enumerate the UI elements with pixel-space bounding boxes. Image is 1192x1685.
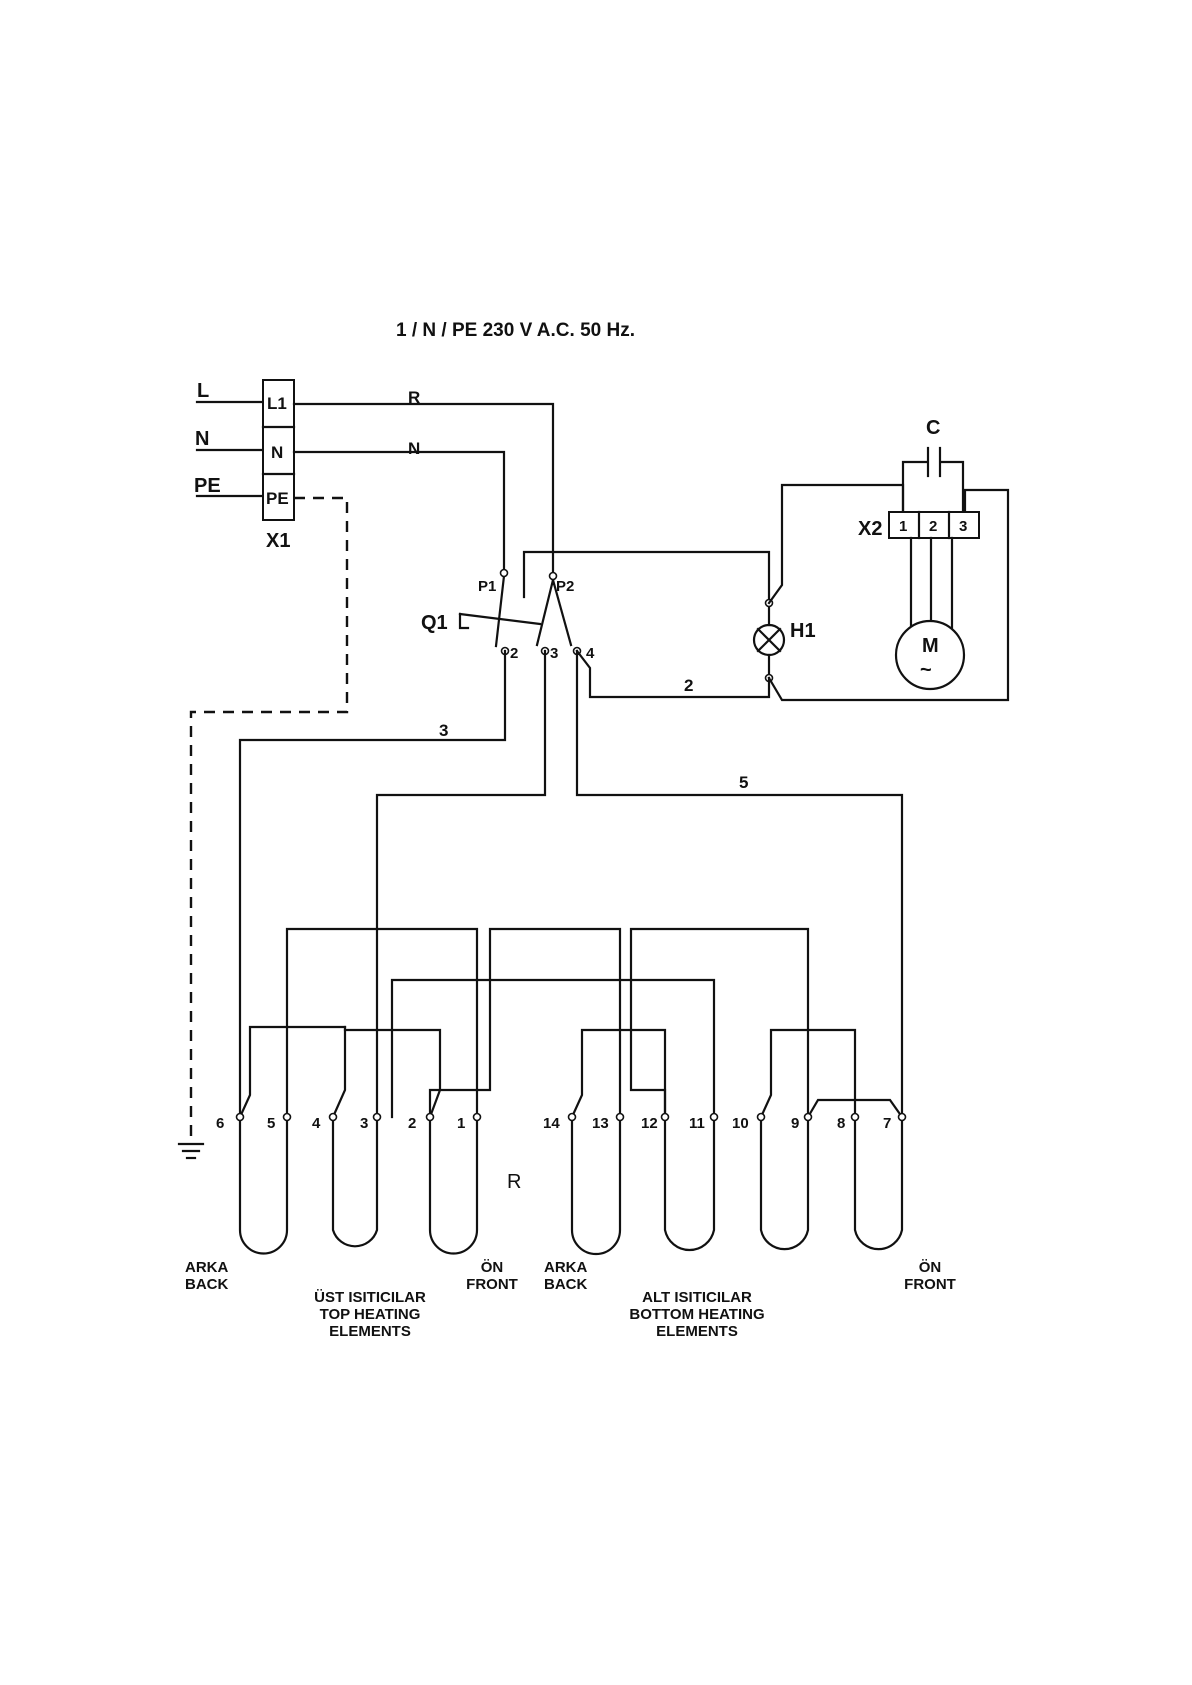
x2-t2-label: 2 [929,518,937,535]
heater-terminal-7: 7 [883,1115,891,1132]
motor-ac-symbol: ~ [920,659,932,681]
caption-bottom-group-3: ELEMENTS [656,1323,738,1340]
earth-icon [179,1144,203,1158]
protective-earth-line [191,498,347,1140]
wire-r [294,404,553,584]
wire-lamp-x2-1 [769,485,903,603]
diagram-title: 1 / N / PE 230 V A.C. 50 Hz. [396,320,635,341]
q1-p1-label: P1 [478,578,496,595]
wire-3-label: 3 [439,721,448,740]
bridge-6-4 [240,1027,345,1117]
x1-l1-label: L1 [267,394,287,413]
caption-top-front-1: ÖN [481,1259,504,1276]
supply-n-label: N [195,428,209,450]
heater-terminal-1: 1 [457,1115,465,1132]
caption-bottom-back-1: ARKA [544,1259,587,1276]
wire-n-label: N [408,439,420,458]
heater-terminal-6: 6 [216,1115,224,1132]
q1-t4-label: 4 [586,645,595,662]
terminal-block-x2: 1 2 3 [889,512,979,538]
caption-bottom-front-2: FRONT [904,1276,956,1293]
heater-terminal-5: 5 [267,1115,275,1132]
heater-terminal-9: 9 [791,1115,799,1132]
heater-terminal-14: 14 [543,1115,560,1132]
motor-m-label: M [922,635,939,657]
wire-5 [577,651,902,1117]
caption-top-group-1: ÜST ISITICILAR [314,1289,426,1306]
bottom-heating-elements [569,1114,906,1255]
caption-bottom-front-1: ÖN [919,1259,942,1276]
supply-pe-label: PE [194,475,221,497]
caption-top-back-2: BACK [185,1276,228,1293]
bridge-12-9 [631,929,808,1117]
heater-terminal-2: 2 [408,1115,416,1132]
wire-2-label: 2 [684,676,693,695]
x1-n-label: N [271,443,283,462]
q1-t3-label: 3 [550,645,558,662]
wire-3 [240,651,505,1117]
top-heating-elements [237,1114,481,1254]
heater-terminal-3: 3 [360,1115,368,1132]
heater-terminal-4: 4 [312,1115,321,1132]
wire-t3-heater-3 [377,651,545,1117]
caption-bottom-group-2: BOTTOM HEATING [629,1306,764,1323]
bridge-14-12 [572,1030,665,1117]
bridge-5-1 [287,929,477,1117]
lamp-h1-label: H1 [790,620,816,642]
terminal-block-x1: L1 N PE [263,380,294,520]
q1-t2-label: 2 [510,645,518,662]
wire-n [294,452,504,576]
caption-top-front-2: FRONT [466,1276,518,1293]
heaters-r-label: R [507,1171,521,1193]
x2-t3-label: 3 [959,518,967,535]
capacitor-c-label: C [926,417,940,439]
wire-5-label: 5 [739,773,748,792]
wire-r-label: R [408,388,420,407]
supply-l-label: L [197,380,209,402]
heater-terminal-8: 8 [837,1115,845,1132]
caption-bottom-group-1: ALT ISITICILAR [642,1289,752,1306]
heater-terminal-11: 11 [689,1115,705,1132]
bridge-2-13 [430,929,620,1117]
q1-label: Q1 [421,612,448,634]
heater-terminal-13: 13 [592,1115,609,1132]
wire-2 [577,651,769,697]
caption-top-group-2: TOP HEATING [320,1306,421,1323]
caption-top-back-1: ARKA [185,1259,228,1276]
q1-p2-label: P2 [556,578,574,595]
lamp-h1-icon [754,600,784,682]
x2-label: X2 [858,518,882,540]
x1-pe-label: PE [266,489,289,508]
heater-terminal-10: 10 [732,1115,749,1132]
capacitor-c-icon [903,448,963,517]
caption-top-group-3: ELEMENTS [329,1323,411,1340]
x2-t1-label: 1 [899,518,907,535]
heater-terminal-12: 12 [641,1115,658,1132]
caption-bottom-back-2: BACK [544,1276,587,1293]
x1-label: X1 [266,530,290,552]
